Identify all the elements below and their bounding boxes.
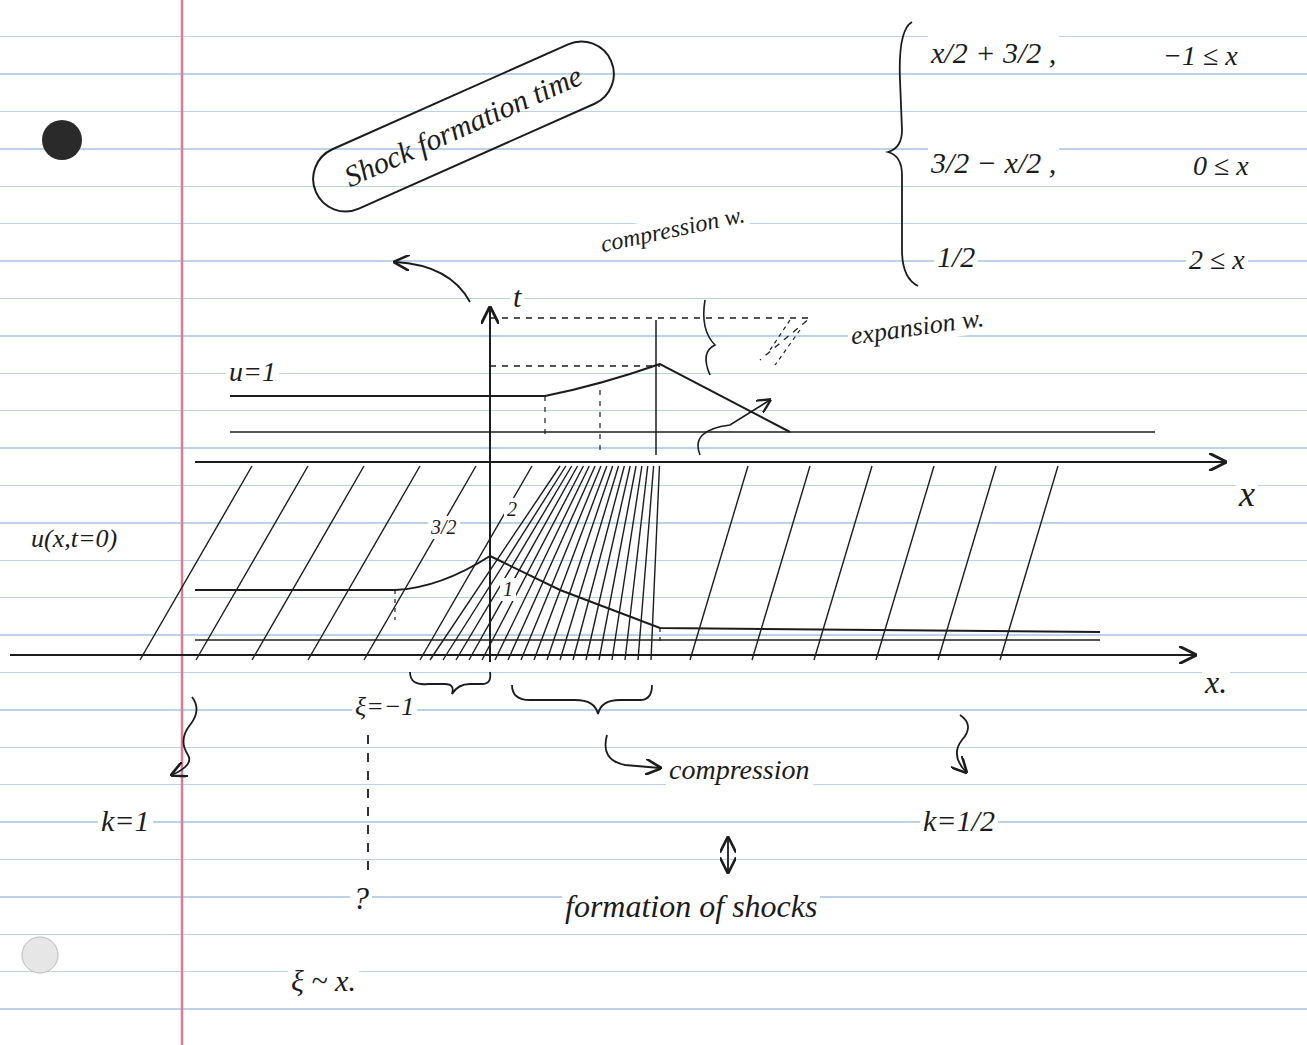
note-label: t — [510, 280, 524, 315]
annotation-marks — [172, 22, 968, 872]
note-label: formation of shocks — [562, 888, 820, 925]
note-label: compression — [666, 754, 813, 786]
note-label: x — [1236, 474, 1258, 515]
note-label: u=1 — [226, 356, 279, 388]
note-label: ? — [350, 880, 372, 917]
note-label: 3/2 − x/2 , — [928, 146, 1059, 181]
note-label: compression w. — [595, 201, 750, 260]
note-label: −1 ≤ x — [1160, 40, 1241, 72]
note-label: ξ ~ x. — [288, 964, 359, 999]
note-label: ξ=−1 — [352, 692, 417, 722]
oval-text: Shock formation time — [339, 58, 587, 194]
binder-hole — [42, 120, 82, 160]
callout-oval: Shock formation time — [300, 28, 627, 224]
note-label: 3/2 — [428, 516, 460, 539]
note-label: k=1 — [98, 804, 153, 839]
note-label: 2 — [504, 498, 520, 521]
axes — [10, 308, 1225, 662]
note-label: expansion w. — [846, 303, 989, 352]
note-label: 2 ≤ x — [1186, 244, 1248, 276]
note-label: 1 — [500, 578, 516, 601]
binder-hole — [22, 937, 58, 973]
note-label: 0 ≤ x — [1190, 150, 1252, 182]
note-label: u(x,t=0) — [28, 524, 120, 554]
profiles — [195, 300, 1100, 645]
note-label: x/2 + 3/2 , — [928, 36, 1059, 71]
note-label: k=1/2 — [920, 804, 998, 839]
margin-line — [181, 0, 184, 1045]
note-label: 1/2 — [934, 240, 978, 275]
note-label: x. — [1202, 664, 1230, 701]
